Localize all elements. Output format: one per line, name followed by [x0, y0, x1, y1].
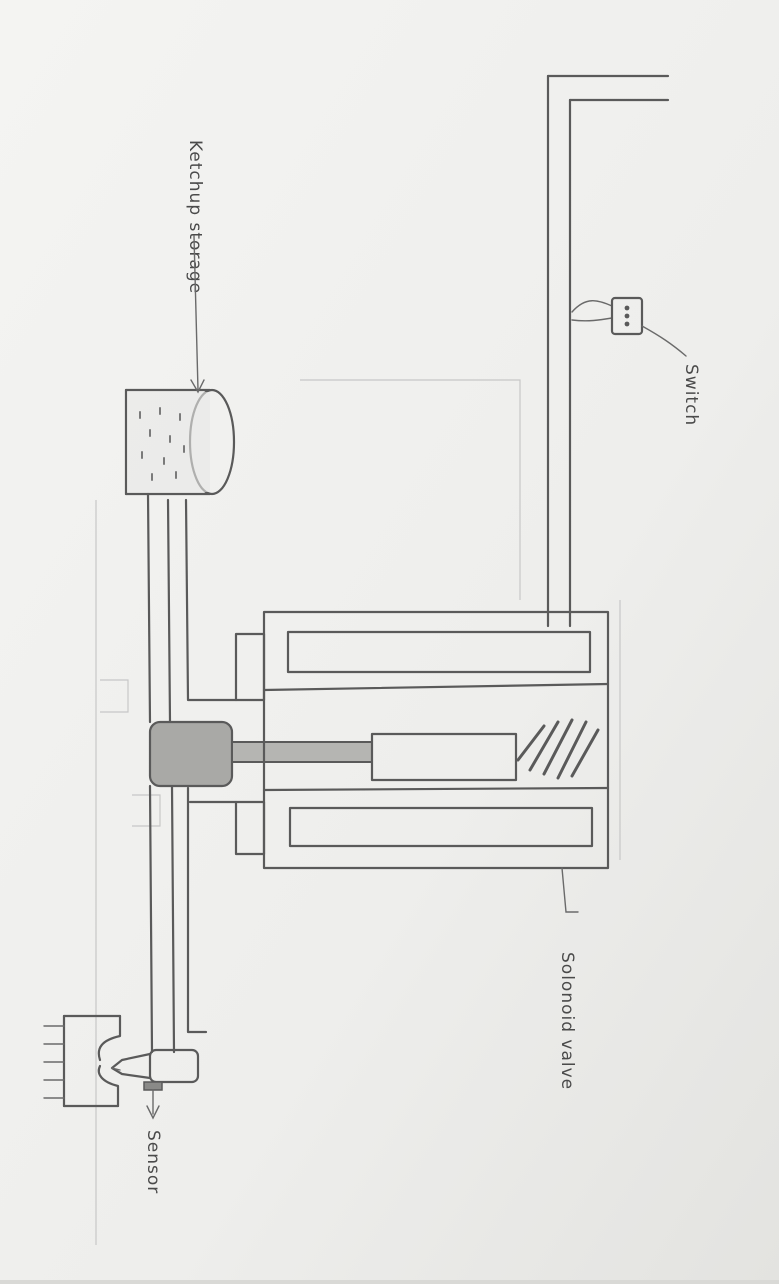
plunger-rod [232, 742, 372, 762]
valve-plug [150, 722, 232, 786]
sensor-label: Sensor [143, 1130, 163, 1194]
switch-terminal [625, 322, 630, 327]
solenoid-valve-label: Solonoid valve [557, 952, 577, 1090]
switch-label: Switch [681, 364, 701, 426]
switch-terminal [625, 306, 630, 311]
switch-terminal [625, 314, 630, 319]
